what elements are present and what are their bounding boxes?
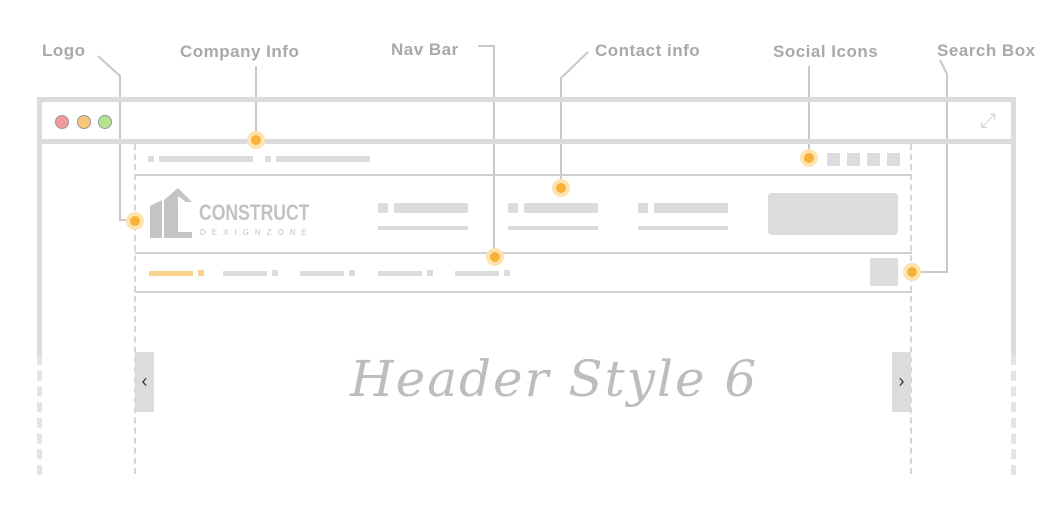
company-info-text <box>276 156 370 162</box>
label-nav-bar: Nav Bar <box>391 40 459 59</box>
nav-dropdown-icon <box>504 270 510 276</box>
frame-right-fade <box>1011 355 1016 475</box>
label-company-info: Company Info <box>180 42 300 61</box>
contact-icon <box>508 203 518 213</box>
logo-building-icon <box>150 188 192 238</box>
maximize-button[interactable] <box>98 115 112 129</box>
contact-title <box>524 203 598 213</box>
divider <box>135 291 912 293</box>
callout-dot-social-icons <box>804 153 814 163</box>
label-contact-info: Contact info <box>595 41 701 60</box>
social-icon[interactable] <box>847 153 860 166</box>
nav-dropdown-icon <box>272 270 278 276</box>
logo-tagline: DEXIGNZONE <box>200 228 313 237</box>
company-info-icon <box>148 156 154 162</box>
browser-frame <box>37 97 1016 362</box>
nav-item[interactable] <box>455 271 499 276</box>
contact-text <box>508 226 598 230</box>
minimize-button[interactable] <box>77 115 91 129</box>
company-info-icon <box>265 156 271 162</box>
contact-icon <box>638 203 648 213</box>
label-social-icons: Social Icons <box>773 42 879 61</box>
slider-next-button[interactable]: › <box>892 352 911 412</box>
close-button[interactable] <box>55 115 69 129</box>
label-search-box: Search Box <box>937 41 1036 60</box>
divider <box>135 174 912 176</box>
nav-item[interactable] <box>223 271 267 276</box>
contact-text <box>378 226 468 230</box>
nav-dropdown-icon <box>198 270 204 276</box>
contact-title <box>654 203 728 213</box>
content-left-guide <box>134 144 136 474</box>
label-logo: Logo <box>42 41 86 60</box>
callout-dot-search-box <box>907 267 917 277</box>
nav-dropdown-icon <box>349 270 355 276</box>
nav-item-active[interactable] <box>149 271 193 276</box>
nav-item[interactable] <box>300 271 344 276</box>
contact-text <box>638 226 728 230</box>
logo-name: CONSTRUCT <box>199 200 310 225</box>
social-icon[interactable] <box>867 153 880 166</box>
content-right-guide <box>910 144 912 474</box>
slide-title: Header Style 6 <box>350 350 759 408</box>
search-box[interactable] <box>870 258 898 286</box>
callout-dot-logo <box>130 216 140 226</box>
contact-icon <box>378 203 388 213</box>
company-info-text <box>159 156 253 162</box>
frame-left-fade <box>37 355 42 475</box>
fullscreen-icon[interactable]: ⤢ <box>980 110 996 132</box>
divider <box>135 252 912 254</box>
slider-prev-button[interactable]: ‹ <box>135 352 154 412</box>
social-icon[interactable] <box>887 153 900 166</box>
contact-title <box>394 203 468 213</box>
callout-dot-nav-bar <box>490 252 500 262</box>
nav-item[interactable] <box>378 271 422 276</box>
header-button[interactable] <box>768 193 898 235</box>
social-icon[interactable] <box>827 153 840 166</box>
callout-dot-contact-info <box>556 183 566 193</box>
callout-dot-company-info <box>251 135 261 145</box>
nav-dropdown-icon <box>427 270 433 276</box>
titlebar-divider <box>42 139 1011 144</box>
